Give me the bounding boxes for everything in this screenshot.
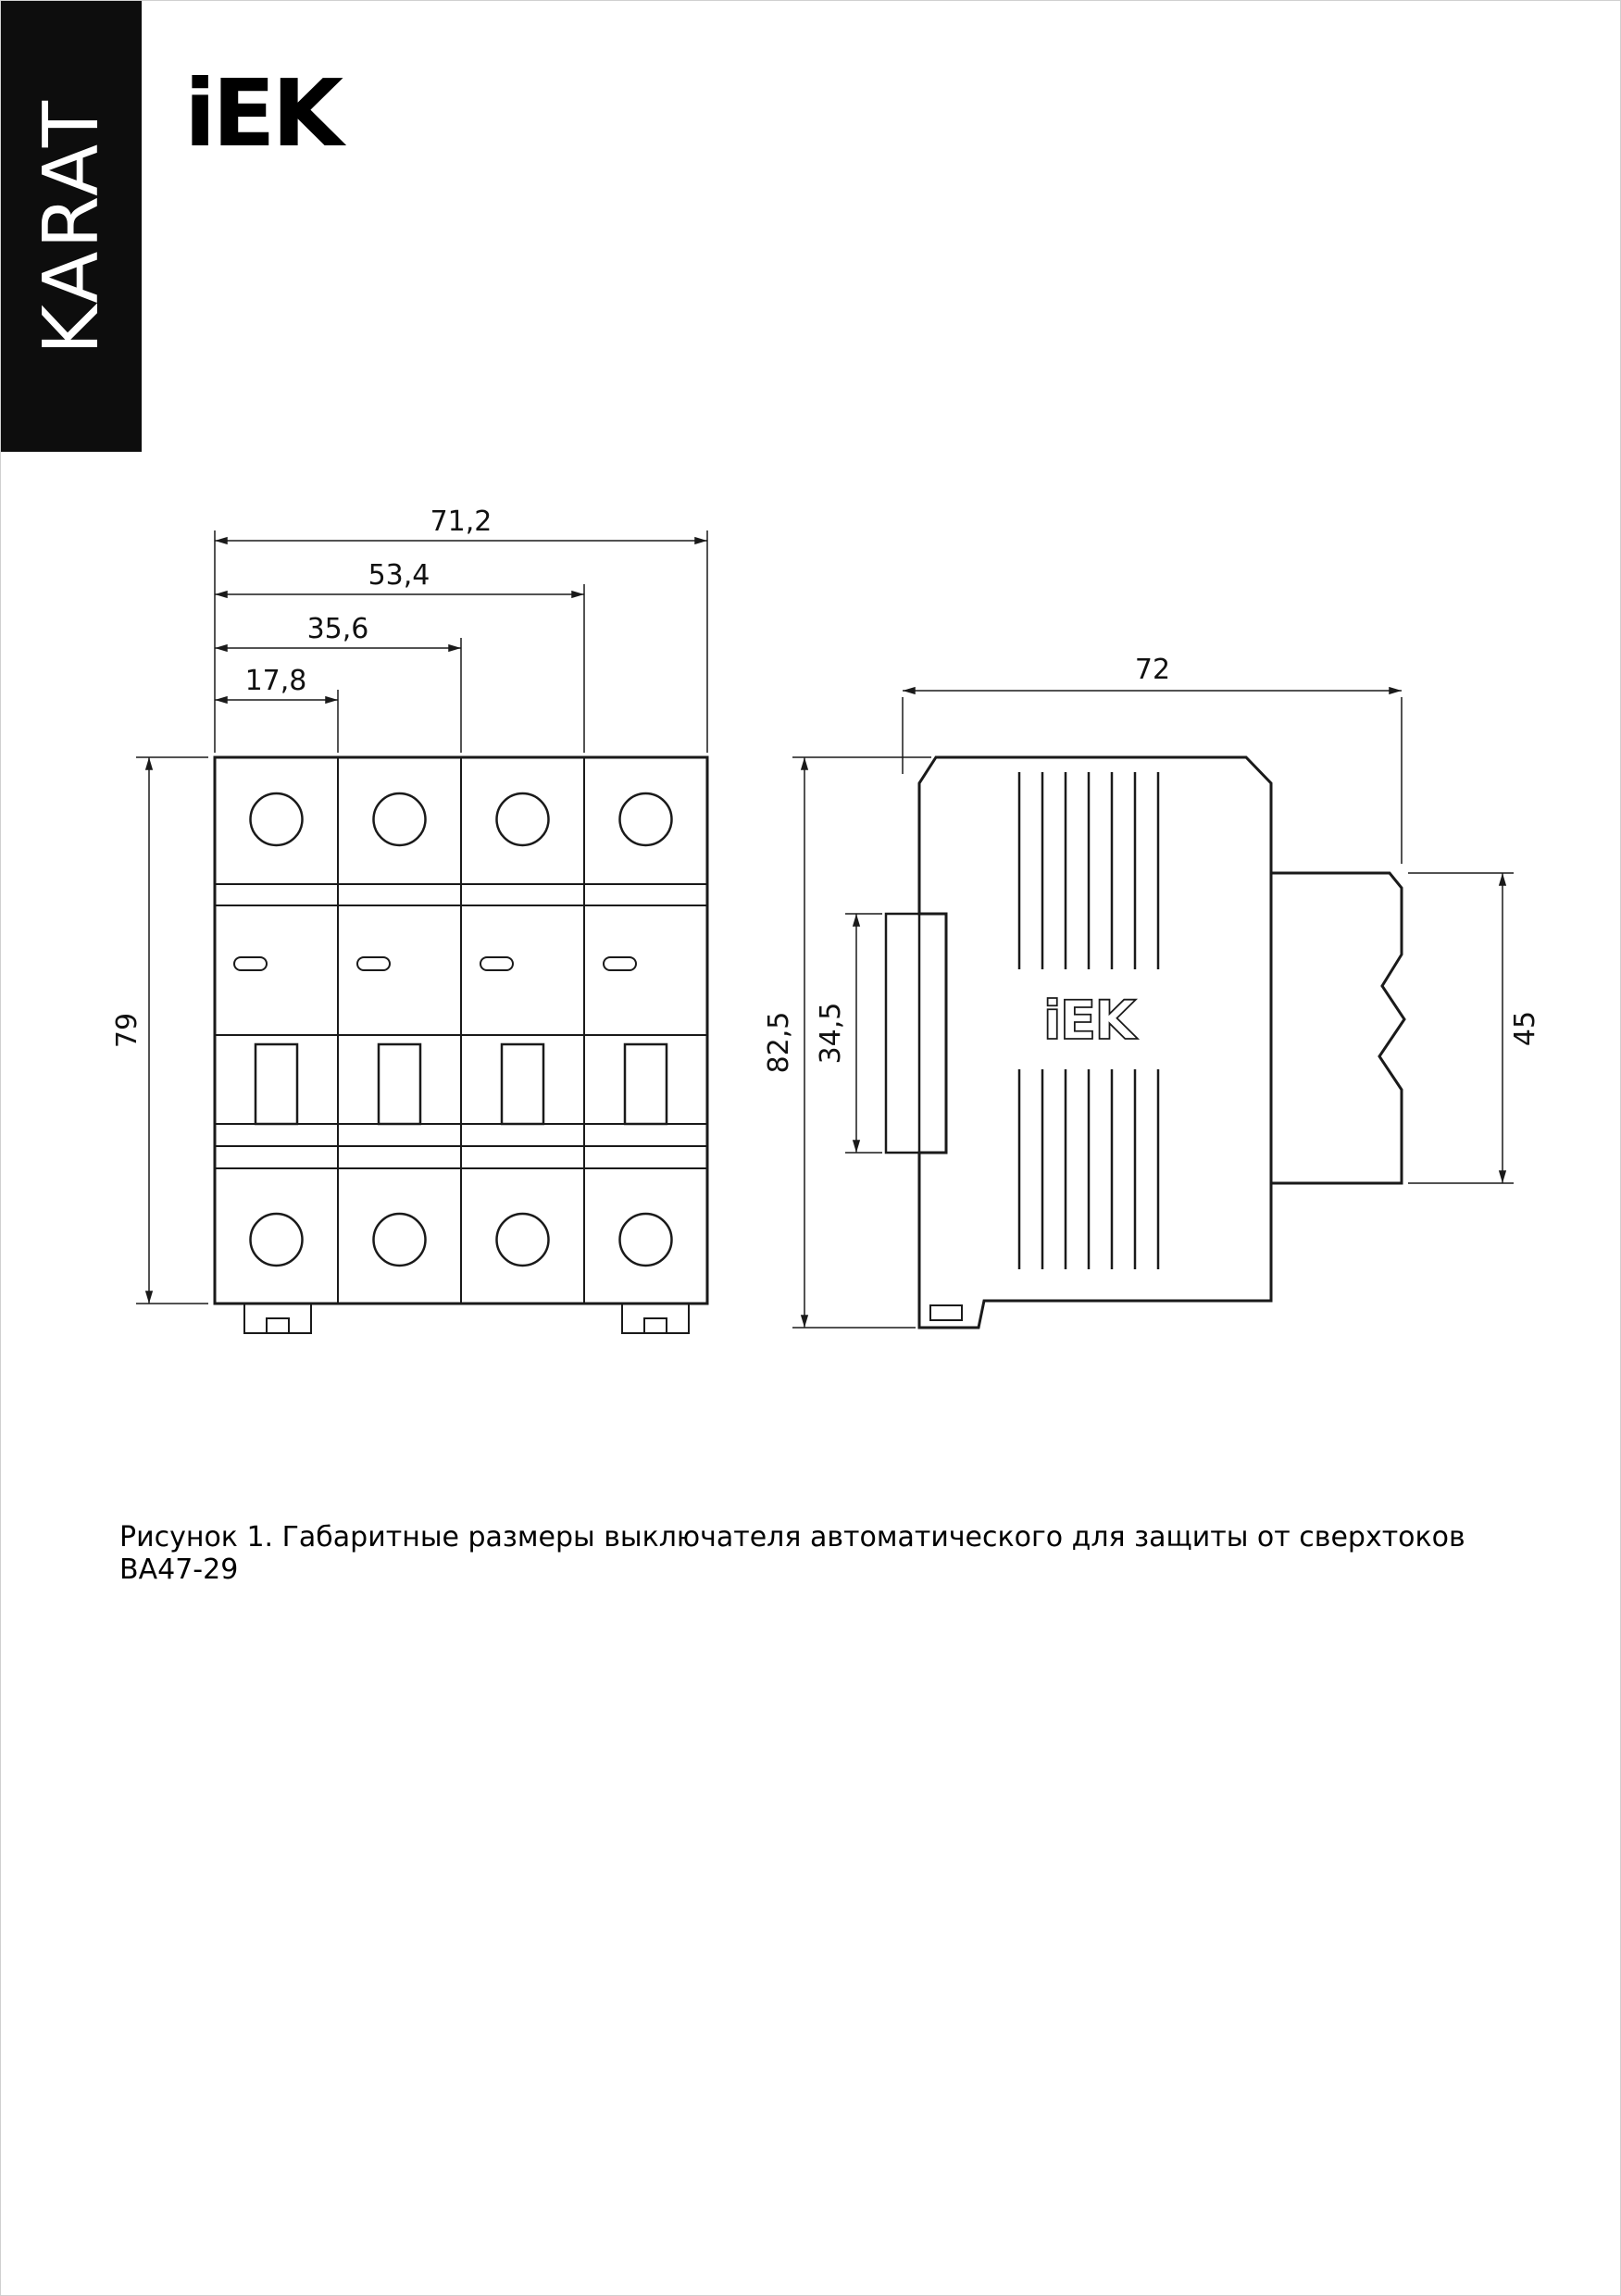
- side-body-outline: [884, 755, 1406, 1329]
- dim-height-total: 82,5: [763, 1012, 795, 1074]
- dim-width-three-modules: 53,4: [368, 559, 430, 592]
- front-toggle-handles: [254, 1042, 668, 1126]
- front-label-windows: [233, 956, 637, 971]
- device-iek-logo: iEK: [1043, 989, 1139, 1052]
- dim-height: 79: [111, 1013, 143, 1048]
- front-dimensions: [136, 530, 708, 1304]
- dim-depth: 72: [1135, 654, 1170, 686]
- front-mounting-feet: [243, 1303, 690, 1334]
- dim-width-total: 71,2: [430, 505, 493, 538]
- figure-caption: Рисунок 1. Габаритные размеры выключател…: [119, 1521, 1465, 1586]
- side-ventilation-slots: [1017, 772, 1160, 1269]
- brand-banner: KARAT: [1, 1, 142, 452]
- front-body-outline: [213, 755, 709, 1305]
- dim-din-rail-zone: 34,5: [815, 1003, 847, 1065]
- dim-width-two-modules: 35,6: [307, 613, 369, 645]
- dim-front-face: 45: [1509, 1011, 1541, 1046]
- dim-width-one-module: 17,8: [245, 665, 307, 697]
- side-view: iEK 72 82,5 34,5 45: [763, 654, 1541, 1329]
- side-dimension-labels: 72 82,5 34,5 45: [763, 654, 1541, 1073]
- front-dimension-labels: 71,2 53,4 35,6 17,8 79: [111, 505, 492, 1048]
- side-dimensions: [792, 686, 1514, 1329]
- front-top-terminal-screws: [249, 792, 673, 847]
- iek-logo: iEK: [184, 59, 343, 168]
- front-view: 71,2 53,4 35,6 17,8 79: [111, 505, 709, 1334]
- front-bottom-terminal-screws: [249, 1212, 673, 1267]
